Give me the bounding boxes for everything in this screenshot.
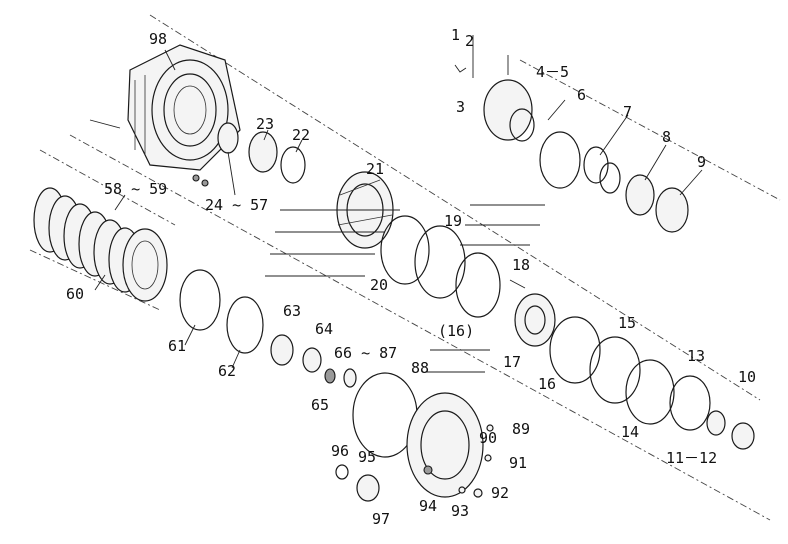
label-63: 63	[283, 302, 301, 320]
label-3: 3	[456, 98, 465, 116]
part-24-57-ring	[217, 122, 239, 154]
label-13: 13	[687, 347, 705, 365]
label-16: 16	[538, 375, 556, 393]
part-13-ring	[669, 375, 711, 431]
part-22-ring	[280, 146, 306, 184]
label-6: 6	[577, 86, 586, 104]
label-98: 98	[149, 30, 167, 48]
leader-bolt-98	[89, 119, 121, 129]
part-58-59-disc-stack	[33, 187, 168, 302]
part-15-ring	[589, 336, 641, 404]
label-23: 23	[256, 115, 274, 133]
part-94	[423, 465, 433, 475]
part-95-97	[356, 474, 380, 502]
center-lines	[69, 14, 781, 521]
stack-outline-top	[39, 149, 176, 226]
part-92	[473, 488, 483, 498]
label-9: 9	[697, 153, 706, 171]
part-64	[302, 347, 322, 373]
label-21: 21	[366, 160, 384, 178]
part-6-ring	[539, 131, 581, 189]
label-4-5: 4－5	[536, 63, 569, 81]
label-95: 95	[358, 448, 376, 466]
label-94: 94	[419, 497, 437, 515]
label-2: 2	[465, 32, 474, 50]
label-91: 91	[509, 454, 527, 472]
label-8: 8	[662, 128, 671, 146]
part-1-2-bolt	[454, 64, 467, 73]
label-leaders	[94, 49, 703, 369]
part-23-bearing	[248, 131, 278, 173]
part-61-ring	[179, 269, 221, 331]
label-65: 65	[311, 396, 329, 414]
label-20: 20	[370, 276, 388, 294]
part-20-ring	[380, 215, 430, 285]
label-58-59: 58 ~ 59	[104, 180, 167, 198]
part-66-87	[343, 368, 357, 388]
part-small-bolt-a	[192, 174, 200, 182]
label-18: 18	[512, 256, 530, 274]
part-16-ring	[549, 316, 601, 384]
part-91	[484, 454, 492, 462]
part-7-ring-a	[583, 146, 609, 184]
label-64: 64	[315, 320, 333, 338]
part-11-12	[706, 410, 726, 436]
part-10	[731, 422, 755, 450]
label-88: 88	[411, 359, 429, 377]
bracket-lines-left	[265, 209, 400, 277]
label-24-57: 24 ~ 57	[205, 196, 268, 214]
label-19: 19	[444, 212, 462, 230]
label-17: 17	[503, 353, 521, 371]
bracket-lines-16p	[425, 349, 490, 373]
bracket-lines-right	[460, 204, 545, 246]
part-63	[270, 334, 294, 366]
part-16p-ring	[455, 252, 501, 318]
stack-outline-bottom	[29, 249, 161, 311]
label-60: 60	[66, 285, 84, 303]
label-22: 22	[292, 126, 310, 144]
part-19-ring	[414, 225, 466, 299]
part-90-plate	[406, 392, 484, 498]
part-small-bolt-b	[201, 179, 209, 187]
part-17-bearing	[514, 293, 556, 347]
part-7-ring-b	[599, 162, 621, 194]
label-1: 1	[451, 26, 460, 44]
label-16-paren: (16)	[438, 322, 474, 340]
part-8-bearing	[625, 174, 655, 216]
label-7: 7	[623, 103, 632, 121]
label-66-87: 66 ~ 87	[334, 344, 397, 362]
part-96	[335, 464, 349, 480]
label-11-12: 11－12	[666, 449, 717, 467]
part-65	[324, 368, 336, 384]
part-98-housing	[127, 44, 241, 171]
label-90: 90	[479, 429, 497, 447]
part-18-pin	[509, 279, 526, 289]
label-62: 62	[218, 362, 236, 380]
label-10: 10	[738, 368, 756, 386]
part-14-ring	[625, 359, 675, 425]
part-62-snap-ring	[226, 296, 264, 354]
label-15: 15	[618, 314, 636, 332]
label-89: 89	[512, 420, 530, 438]
part-89	[486, 424, 494, 432]
label-14: 14	[621, 423, 639, 441]
label-92: 92	[491, 484, 509, 502]
label-97: 97	[372, 510, 390, 528]
label-93: 93	[451, 502, 469, 520]
part-93	[458, 486, 466, 494]
part-4-5-hub	[483, 79, 535, 142]
label-61: 61	[168, 337, 186, 355]
label-96: 96	[331, 442, 349, 460]
part-9-bearing	[655, 187, 689, 233]
